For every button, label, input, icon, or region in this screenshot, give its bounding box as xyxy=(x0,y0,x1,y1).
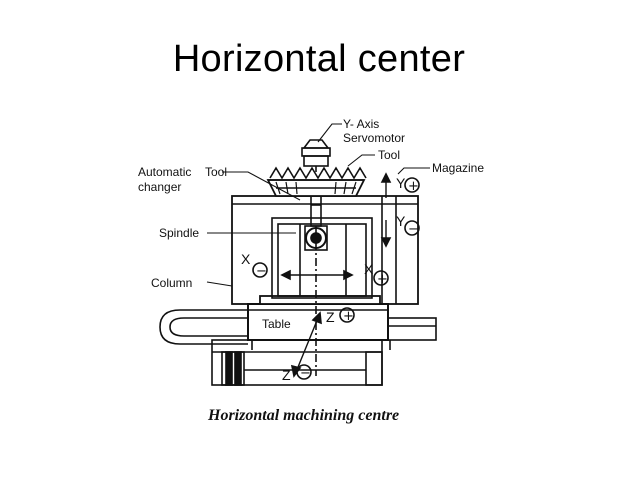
x-plus-sign: + xyxy=(377,272,388,287)
x-minus-circle xyxy=(252,262,268,278)
label-column: Column xyxy=(151,276,192,290)
column-ways xyxy=(381,196,397,304)
label-automatic: Automatic xyxy=(138,165,191,179)
left-rail xyxy=(159,309,248,345)
axis-z-upper: Z xyxy=(326,309,335,325)
label-servomotor: Servomotor xyxy=(343,131,405,145)
label-table: Table xyxy=(262,317,291,331)
label-y-axis: Y- Axis xyxy=(343,117,379,131)
label-spindle: Spindle xyxy=(159,226,199,240)
label-magazine: Magazine xyxy=(432,161,484,175)
slide-title: Horizontal center xyxy=(172,38,466,80)
diagram-caption: Horizontal machining centre xyxy=(207,407,399,424)
axis-y-lower: Y xyxy=(396,213,406,229)
axis-x-right: X xyxy=(364,261,374,277)
leader-lines xyxy=(206,123,430,287)
axis-x-left: X xyxy=(241,251,251,267)
x-axis-arrows xyxy=(280,269,354,281)
axis-z-lower: Z xyxy=(282,367,291,383)
tool-magazine xyxy=(266,166,367,197)
x-plus-circle xyxy=(373,270,389,286)
x-minus-sign: − xyxy=(256,264,267,279)
y-minus-sign: − xyxy=(408,222,419,237)
y-axis-servomotor xyxy=(301,139,331,172)
spindle-frame xyxy=(271,217,373,299)
z-minus-circle xyxy=(296,364,312,380)
diagram-labels: Y- Axis Servomotor Tool Magazine Automat… xyxy=(138,117,484,424)
y-axis-arrows xyxy=(380,172,392,248)
axis-y-upper: Y xyxy=(396,175,406,191)
y-plus-sign: + xyxy=(408,179,419,194)
label-tool-mid: Tool xyxy=(205,165,227,179)
y-plus-circle xyxy=(404,177,420,193)
label-tool-top: Tool xyxy=(378,148,400,162)
label-changer: changer xyxy=(138,180,181,194)
z-plus-circle xyxy=(339,307,355,323)
tool-changer-arm xyxy=(310,185,322,376)
z-minus-sign: − xyxy=(300,366,311,381)
y-minus-circle xyxy=(404,220,420,236)
z-plus-sign: + xyxy=(343,309,354,324)
machine-bed xyxy=(211,339,383,386)
